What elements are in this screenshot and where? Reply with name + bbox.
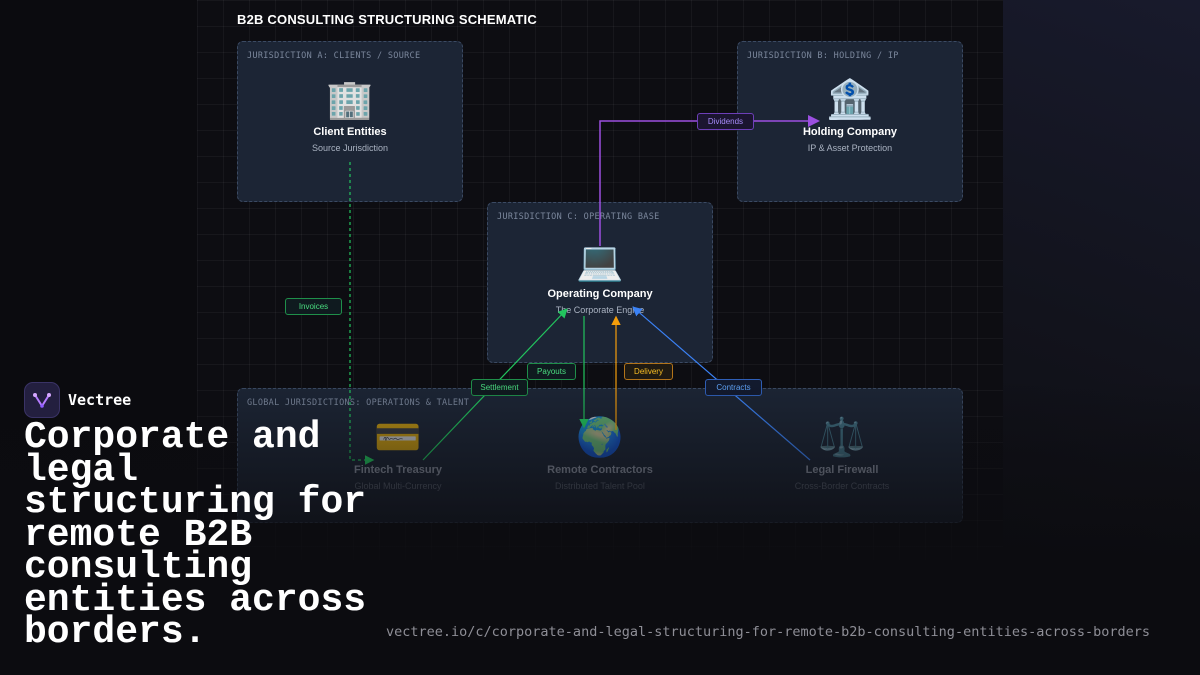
flow-label-invoices: Invoices: [285, 298, 342, 315]
flow-label-dividends: Dividends: [697, 113, 754, 130]
node-title: Operating Company: [547, 288, 653, 300]
node-title: Client Entities: [313, 126, 387, 138]
flow-label-contracts: Contracts: [705, 379, 762, 396]
laptop-icon: 💻: [576, 241, 624, 283]
vectree-logo-icon: [24, 382, 60, 418]
node-holding-company: 🏦 Holding Company IP & Asset Protection: [750, 78, 950, 153]
flow-invoices-line: [349, 162, 375, 465]
node-subtitle: Source Jurisdiction: [311, 143, 389, 153]
zone-c-label: JURISDICTION C: OPERATING BASE: [497, 212, 660, 222]
bank-icon: 🏦: [826, 79, 874, 121]
office-building-icon: 🏢: [326, 79, 374, 121]
flow-label-delivery: Delivery: [624, 363, 673, 380]
node-client-entities: 🏢 Client Entities Source Jurisdiction: [250, 78, 450, 153]
brand: Vectree: [24, 382, 131, 418]
zone-b-label: JURISDICTION B: HOLDING / IP: [747, 51, 899, 61]
node-subtitle: IP & Asset Protection: [807, 143, 893, 153]
node-title: Holding Company: [802, 126, 898, 138]
node-operating-company: 💻 Operating Company The Corporate Engine: [500, 240, 700, 315]
flow-label-payouts: Payouts: [527, 363, 576, 380]
brand-name: Vectree: [68, 391, 132, 409]
diagram-title: B2B CONSULTING STRUCTURING SCHEMATIC: [237, 12, 537, 27]
node-subtitle: The Corporate Engine: [555, 305, 645, 315]
flow-label-settlement: Settlement: [471, 379, 528, 396]
zone-a-label: JURISDICTION A: CLIENTS / SOURCE: [247, 51, 421, 61]
headline: Corporate and legal structuring for remo…: [24, 416, 367, 654]
flow-dividends-line: [599, 115, 820, 246]
page-url[interactable]: vectree.io/c/corporate-and-legal-structu…: [386, 624, 1151, 640]
